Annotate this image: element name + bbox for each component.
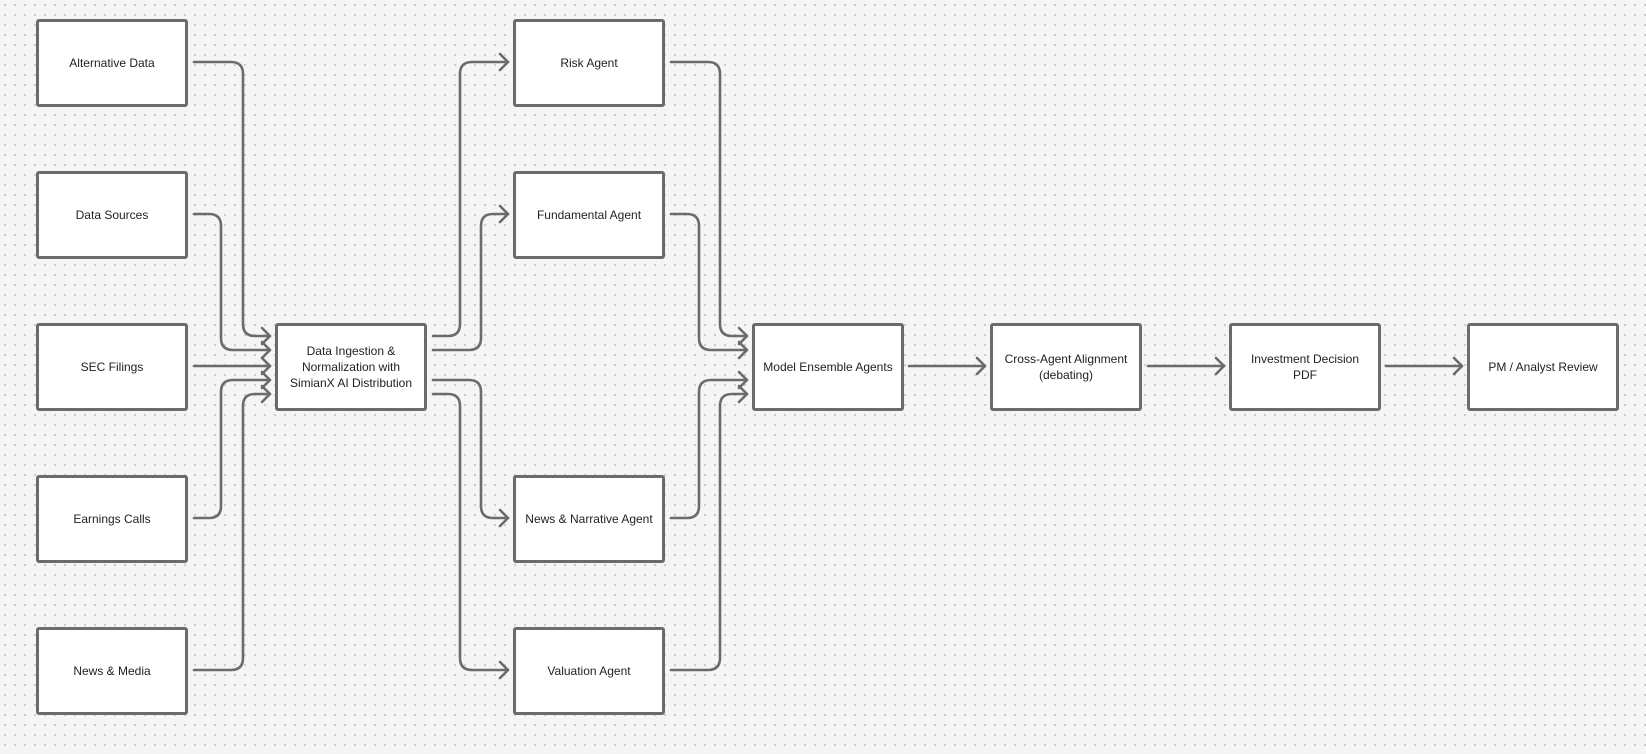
arrow-head-icon [260,356,272,376]
arrow-head-icon [498,508,510,528]
connector-source-to-ingestion [192,212,272,352]
arrow-head-icon [498,52,510,72]
node-label: Data Ingestion & Normalization with Simi… [289,344,413,390]
arrow-head-icon [260,340,272,360]
node-label: Investment Decision PDF [1250,352,1360,382]
node-fundamental-agent[interactable]: Fundamental Agent [513,171,665,259]
arrow-head-icon [1214,356,1226,376]
node-cross-agent-alignment[interactable]: Cross-Agent Alignment (debating) [990,323,1142,411]
node-label: Data Sources [75,208,149,222]
arrow-head-icon [737,340,749,360]
connector-source-to-ingestion [192,392,272,672]
node-data-ingestion[interactable]: Data Ingestion & Normalization with Simi… [275,323,427,411]
connector-agent-to-ensemble [669,378,749,520]
connector-ingestion-to-agent [431,60,510,338]
arrow-head-icon [260,326,272,346]
node-model-ensemble-agents[interactable]: Model Ensemble Agents [752,323,904,411]
node-pm-analyst-review[interactable]: PM / Analyst Review [1467,323,1619,411]
node-investment-decision-pdf[interactable]: Investment Decision PDF [1229,323,1381,411]
arrow-head-icon [260,370,272,390]
arrow-head-icon [737,384,749,404]
node-label: Risk Agent [560,56,618,70]
node-label: SEC Filings [80,360,144,374]
node-label: PM / Analyst Review [1488,360,1598,374]
node-label: Alternative Data [69,56,155,70]
node-news-media[interactable]: News & Media [36,627,188,715]
connector-source-to-ingestion [192,60,272,338]
connector-ingestion-to-agent [431,212,510,352]
node-label: Valuation Agent [547,664,631,678]
connector-ingestion-to-agent [431,378,510,520]
node-valuation-agent[interactable]: Valuation Agent [513,627,665,715]
node-risk-agent[interactable]: Risk Agent [513,19,665,107]
node-data-sources[interactable]: Data Sources [36,171,188,259]
connector-agent-to-ensemble [669,212,749,352]
connector-source-to-ingestion [192,378,272,520]
connector-agent-to-ensemble [669,392,749,672]
arrow-head-icon [498,204,510,224]
arrow-head-icon [1452,356,1464,376]
arrow-head-icon [737,370,749,390]
node-label: Model Ensemble Agents [763,360,893,374]
node-news-narrative-agent[interactable]: News & Narrative Agent [513,475,665,563]
arrow-head-icon [498,660,510,680]
node-alternative-data[interactable]: Alternative Data [36,19,188,107]
node-label: Fundamental Agent [536,208,642,222]
node-label: Earnings Calls [73,512,151,526]
node-label: Cross-Agent Alignment (debating) [1004,352,1128,382]
connector-agent-to-ensemble [669,60,749,338]
node-sec-filings[interactable]: SEC Filings [36,323,188,411]
arrow-head-icon [260,384,272,404]
node-earnings-calls[interactable]: Earnings Calls [36,475,188,563]
node-label: News & Narrative Agent [525,512,653,526]
connector-ingestion-to-agent [431,392,510,672]
arrow-head-icon [975,356,987,376]
arrow-head-icon [737,326,749,346]
node-label: News & Media [73,664,151,678]
